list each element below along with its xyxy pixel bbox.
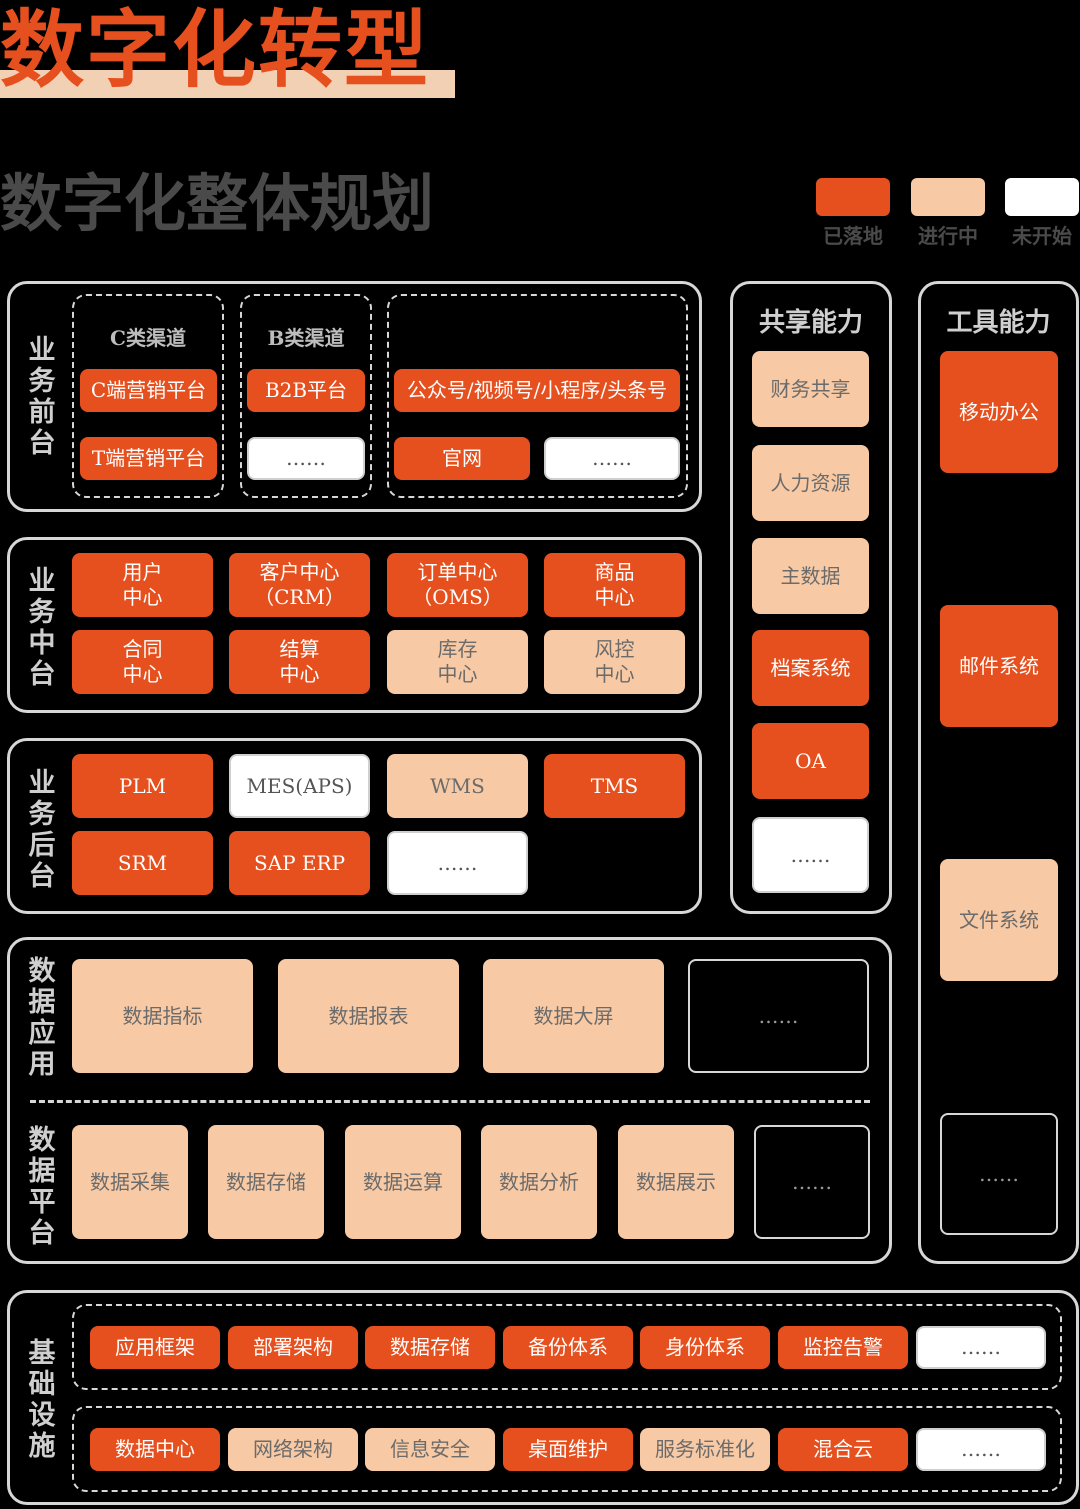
order-center-oms: 订单中心 （OMS） xyxy=(387,553,528,617)
mes-aps-system: MES(APS) xyxy=(229,754,370,818)
data-platform-label: 数据平台 xyxy=(28,1125,56,1249)
page-title: 数字化转型 xyxy=(0,0,431,99)
middle-label: 业务中台 xyxy=(28,566,56,690)
middle-panel xyxy=(7,537,702,713)
infra-panel xyxy=(7,1290,1079,1505)
legend-swatch-notstarted xyxy=(1005,178,1079,216)
infra-label: 基础设施 xyxy=(28,1338,56,1462)
finance-sharing: 财务共享 xyxy=(752,351,869,427)
master-data: 主数据 xyxy=(752,538,869,614)
desktop-maintenance: 桌面维护 xyxy=(503,1428,633,1471)
back-more: …… xyxy=(387,831,528,895)
settlement-center: 结算 中心 xyxy=(229,630,370,694)
legend-swatch-done xyxy=(816,178,890,216)
service-standardization: 服务标准化 xyxy=(640,1428,770,1471)
plm-system: PLM xyxy=(72,754,213,818)
tools-panel xyxy=(918,281,1079,1264)
risk-control-center: 风控 中心 xyxy=(544,630,685,694)
identity-system: 身份体系 xyxy=(640,1326,770,1369)
data-collection: 数据采集 xyxy=(72,1125,188,1239)
data-center: 数据中心 xyxy=(90,1428,220,1471)
data-panel xyxy=(7,937,892,1264)
customer-center-crm: 客户中心 （CRM） xyxy=(229,553,370,617)
wms-system: WMS xyxy=(387,754,528,818)
front-label: 业务前台 xyxy=(28,335,56,459)
mobile-office: 移动办公 xyxy=(940,351,1058,473)
data-app-more: …… xyxy=(688,959,869,1073)
legend-label-progress: 进行中 xyxy=(918,224,978,248)
tms-system: TMS xyxy=(544,754,685,818)
t-marketing-platform: T端营销平台 xyxy=(80,437,217,480)
oa-system: OA xyxy=(752,723,869,799)
sap-erp-system: SAP ERP xyxy=(229,831,370,895)
c-channel-title: C类渠道 xyxy=(110,326,186,350)
hybrid-cloud: 混合云 xyxy=(778,1428,908,1471)
archive-system: 档案系统 xyxy=(752,630,869,706)
infra-data-storage: 数据存储 xyxy=(365,1326,495,1369)
data-divider xyxy=(30,1100,870,1103)
network-architecture: 网络架构 xyxy=(228,1428,358,1471)
user-center: 用户 中心 xyxy=(72,553,213,617)
data-display: 数据展示 xyxy=(618,1125,734,1239)
tools-more: …… xyxy=(940,1113,1058,1235)
file-system: 文件系统 xyxy=(940,859,1058,981)
data-reports: 数据报表 xyxy=(278,959,459,1073)
back-label: 业务后台 xyxy=(28,768,56,892)
data-metrics: 数据指标 xyxy=(72,959,253,1073)
data-dashboard: 数据大屏 xyxy=(483,959,664,1073)
b2b-platform: B2B平台 xyxy=(247,369,365,412)
official-website: 官网 xyxy=(394,437,530,480)
shared-more: …… xyxy=(752,817,869,893)
c-marketing-platform: C端营销平台 xyxy=(80,369,217,412)
human-resources: 人力资源 xyxy=(752,445,869,521)
media-channel-more: …… xyxy=(544,437,680,480)
tools-title: 工具能力 xyxy=(946,308,1051,338)
data-platform-more: …… xyxy=(754,1125,870,1239)
app-framework: 应用框架 xyxy=(90,1326,220,1369)
product-center: 商品 中心 xyxy=(544,553,685,617)
shared-panel xyxy=(730,281,892,914)
data-computing: 数据运算 xyxy=(345,1125,461,1239)
b-channel-title: B类渠道 xyxy=(267,326,345,350)
inventory-center: 库存 中心 xyxy=(387,630,528,694)
data-app-label: 数据应用 xyxy=(28,956,56,1080)
back-panel xyxy=(7,738,702,914)
c-channel-group xyxy=(72,294,224,498)
shared-title: 共享能力 xyxy=(758,308,863,338)
infra-row1-more: …… xyxy=(916,1326,1046,1369)
backup-system: 备份体系 xyxy=(503,1326,633,1369)
wechat-media-platform: 公众号/视频号/小程序/头条号 xyxy=(394,369,680,412)
page-subtitle: 数字化整体规划 xyxy=(0,167,435,240)
legend-swatch-progress xyxy=(911,178,985,216)
email-system: 邮件系统 xyxy=(940,605,1058,727)
infra-row2-group xyxy=(72,1406,1062,1492)
legend-label-notstarted: 未开始 xyxy=(1012,224,1072,248)
information-security: 信息安全 xyxy=(365,1428,495,1471)
contract-center: 合同 中心 xyxy=(72,630,213,694)
infra-row2-more: …… xyxy=(916,1428,1046,1471)
b-channel-more: …… xyxy=(247,437,365,480)
front-panel xyxy=(7,281,702,512)
srm-system: SRM xyxy=(72,831,213,895)
data-storage: 数据存储 xyxy=(208,1125,324,1239)
data-analysis: 数据分析 xyxy=(481,1125,597,1239)
title-underline xyxy=(0,70,455,98)
legend-label-done: 已落地 xyxy=(823,224,883,248)
infra-row1-group xyxy=(72,1304,1062,1390)
media-channel-group xyxy=(387,294,688,498)
monitoring-alerts: 监控告警 xyxy=(778,1326,908,1369)
deploy-architecture: 部署架构 xyxy=(228,1326,358,1369)
b-channel-group xyxy=(240,294,372,498)
